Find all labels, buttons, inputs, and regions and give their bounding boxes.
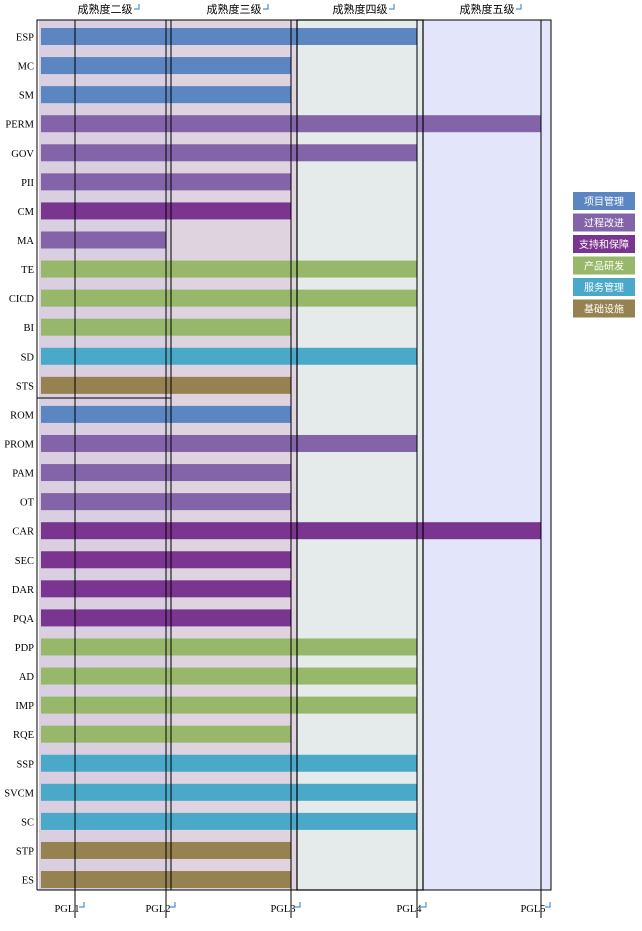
category-label-cm: CM xyxy=(18,207,35,218)
legend-label-2: 支持和保障 xyxy=(579,238,629,251)
x-tick-label-pgl4: PGL4 xyxy=(396,904,422,915)
bar-prom xyxy=(41,434,417,452)
level-band-2 xyxy=(39,20,171,890)
return-mark-icon xyxy=(545,902,551,908)
return-mark-icon xyxy=(421,902,427,908)
category-label-dar: DAR xyxy=(12,585,34,596)
level-header-3: 成熟度三级 xyxy=(207,2,262,16)
category-label-pdp: PDP xyxy=(15,643,34,654)
bar-sd xyxy=(41,347,417,365)
category-label-prom: PROM xyxy=(4,439,34,450)
category-label-ad: AD xyxy=(19,672,35,683)
level-header-4: 成熟度四级 xyxy=(333,2,388,16)
legend-label-5: 基础设施 xyxy=(584,303,624,316)
legend-swatch-3 xyxy=(573,256,635,275)
category-label-gov: GOV xyxy=(11,149,34,160)
category-label-ot: OT xyxy=(20,498,35,509)
bar-ma xyxy=(41,231,166,249)
bar-te xyxy=(41,260,417,278)
category-label-pam: PAM xyxy=(12,469,34,480)
category-label-ssp: SSP xyxy=(16,759,34,770)
category-label-cicd: CICD xyxy=(9,294,35,305)
category-label-pqa: PQA xyxy=(13,614,34,625)
legend-swatch-5 xyxy=(573,299,635,318)
bar-esp xyxy=(41,28,417,45)
x-tick-label-pgl2: PGL2 xyxy=(145,904,170,915)
level-header-2: 成熟度二级 xyxy=(78,2,133,16)
category-label-te: TE xyxy=(21,265,34,276)
x-tick-label-pgl5: PGL5 xyxy=(520,904,545,915)
return-mark-icon xyxy=(516,4,522,10)
return-mark-icon xyxy=(134,4,140,10)
bar-sc xyxy=(41,812,417,830)
return-mark-icon xyxy=(170,902,176,908)
bar-imp xyxy=(41,696,417,714)
return-mark-icon xyxy=(79,902,85,908)
level-band-3 xyxy=(171,20,297,890)
legend-label-4: 服务管理 xyxy=(584,281,624,294)
category-label-pii: PII xyxy=(21,178,34,189)
category-label-sm: SM xyxy=(19,91,35,102)
category-label-svcm: SVCM xyxy=(4,788,34,799)
category-label-perm: PERM xyxy=(5,120,34,131)
category-label-esp: ESP xyxy=(16,33,34,44)
category-label-car: CAR xyxy=(12,527,34,538)
legend-label-3: 产品研发 xyxy=(584,260,624,273)
bar-svcm xyxy=(41,783,417,801)
category-label-rqe: RQE xyxy=(13,730,34,741)
legend-swatch-0 xyxy=(573,192,635,210)
category-label-stp: STP xyxy=(16,846,34,857)
legend-swatch-1 xyxy=(573,213,635,232)
x-tick-label-pgl1: PGL1 xyxy=(54,904,79,915)
category-label-sd: SD xyxy=(21,352,35,363)
bar-pdp xyxy=(41,638,417,656)
bar-gov xyxy=(41,144,417,162)
category-label-imp: IMP xyxy=(15,701,34,712)
legend-swatch-2 xyxy=(573,235,635,253)
category-label-sec: SEC xyxy=(15,556,34,567)
category-label-ma: MA xyxy=(17,236,34,247)
category-label-mc: MC xyxy=(18,62,34,73)
category-label-sc: SC xyxy=(21,817,34,828)
category-label-bi: BI xyxy=(24,323,35,334)
bar-ad xyxy=(41,667,417,685)
level-band-5 xyxy=(423,20,551,890)
bar-cicd xyxy=(41,289,417,307)
bar-ssp xyxy=(41,754,417,772)
category-label-sts: STS xyxy=(16,381,34,392)
return-mark-icon xyxy=(295,902,301,908)
legend-label-1: 过程改进 xyxy=(584,217,624,230)
return-mark-icon xyxy=(263,4,269,10)
level-header-5: 成熟度五级 xyxy=(460,2,515,16)
x-tick-label-pgl3: PGL3 xyxy=(270,904,295,915)
category-label-es: ES xyxy=(22,876,34,887)
category-label-rom: ROM xyxy=(10,410,35,421)
legend-label-0: 项目管理 xyxy=(584,195,624,208)
level-band-4 xyxy=(297,20,423,890)
legend-swatch-4 xyxy=(573,278,635,296)
return-mark-icon xyxy=(389,4,395,10)
